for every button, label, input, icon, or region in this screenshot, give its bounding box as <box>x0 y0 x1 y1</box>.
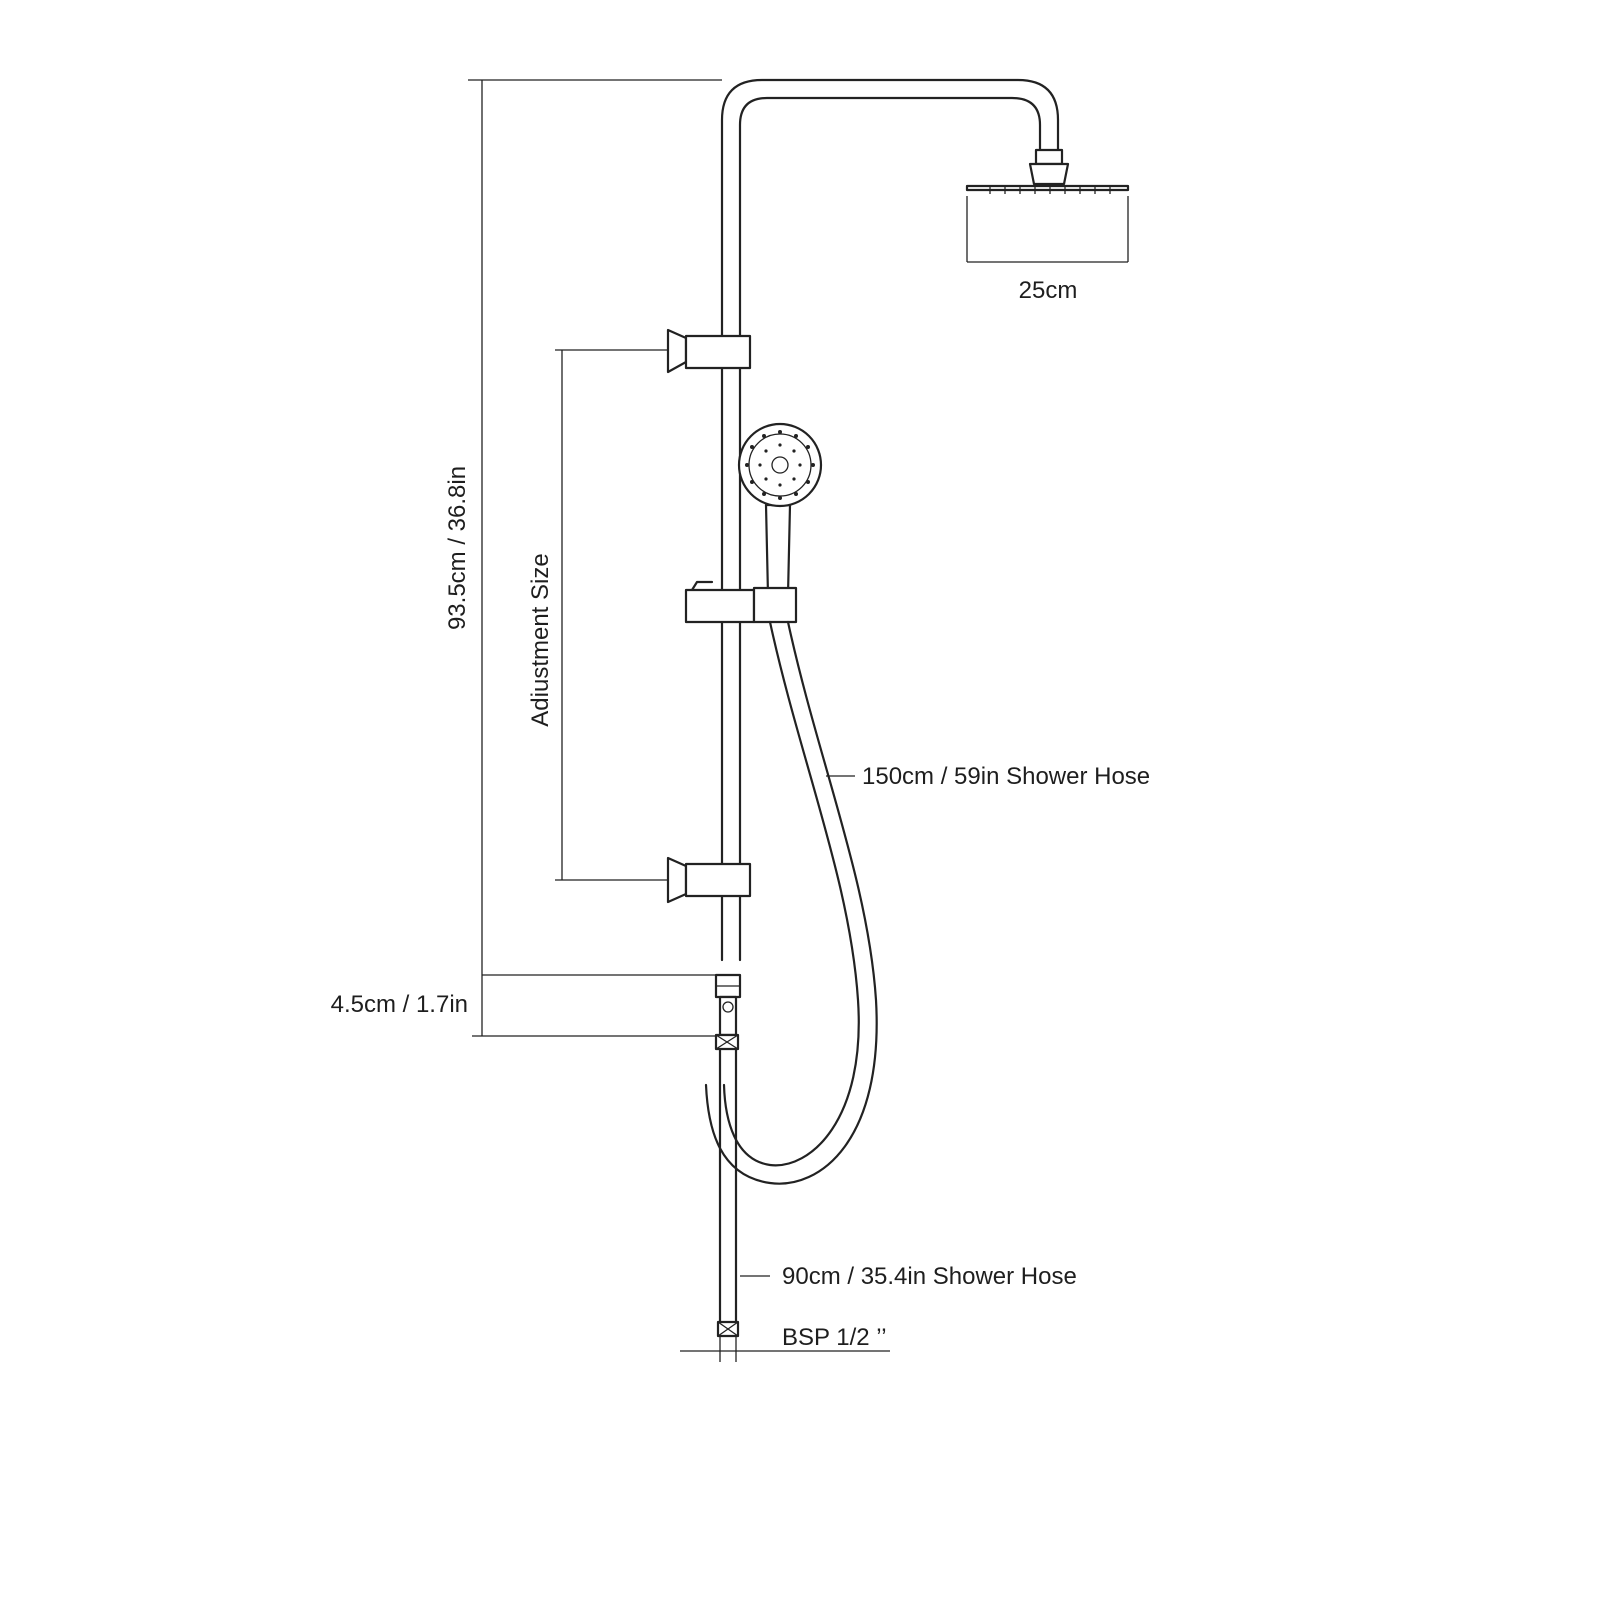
hand-shower <box>737 422 823 597</box>
riser-pipe <box>720 78 1060 962</box>
total-height-label: 93.5cm / 36.8in <box>444 466 471 630</box>
bsp-fitting <box>680 1320 890 1362</box>
lower-shower-hose <box>718 1047 738 1324</box>
total-height-dimension <box>468 79 722 976</box>
diverter-connector <box>714 973 742 1051</box>
adjustment-label: Adiustment Size <box>527 553 554 726</box>
head-nozzle-row <box>989 186 1111 194</box>
adjustment-dimension <box>555 349 668 881</box>
diverter-gap-dimension <box>472 975 716 1037</box>
overhead-shower-head <box>965 148 1130 263</box>
upper-hose-label: 150cm / 59in Shower Hose <box>862 763 1150 790</box>
hand-shower-nozzles <box>745 430 815 500</box>
lower-hose-label: 90cm / 35.4in Shower Hose <box>782 1263 1077 1290</box>
upper-shower-hose <box>704 620 878 1185</box>
diverter-gap-label: 4.5cm / 1.7in <box>331 991 468 1018</box>
lower-wall-bracket <box>666 856 752 904</box>
head-width-label: 25cm <box>1019 277 1078 304</box>
thread-label: BSP 1/2 ’’ <box>782 1324 887 1351</box>
slider-holder <box>684 580 798 624</box>
upper-wall-bracket <box>666 328 752 374</box>
